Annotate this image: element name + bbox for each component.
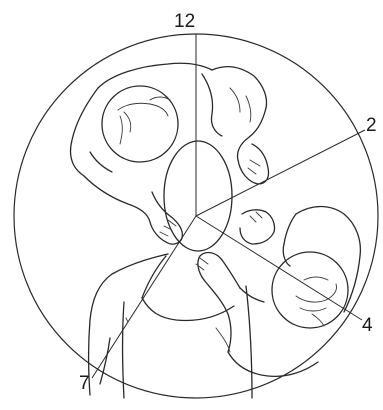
label-12: 12	[174, 11, 195, 32]
line-2	[196, 130, 365, 216]
line-4	[196, 216, 362, 320]
label-4: 4	[362, 315, 373, 336]
label-7: 7	[79, 373, 90, 394]
label-2: 2	[366, 115, 377, 136]
upper-fist-circle	[102, 86, 178, 162]
lower-fist-circle	[272, 252, 348, 328]
person-body-figure	[89, 254, 253, 398]
head-oval	[164, 141, 232, 251]
upper-left-arm-figure	[71, 63, 269, 244]
line-7	[92, 216, 196, 378]
